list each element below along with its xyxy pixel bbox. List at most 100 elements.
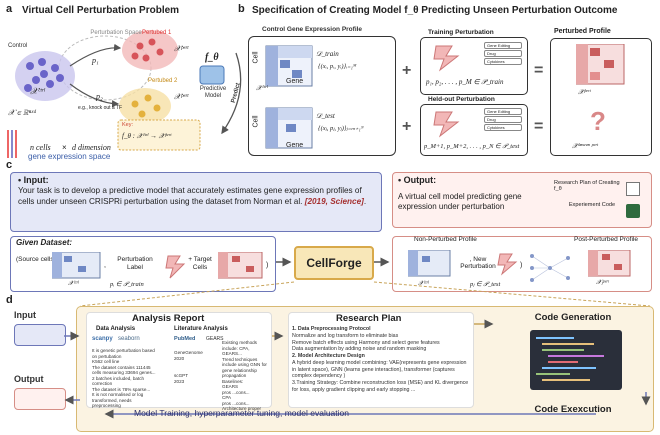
xpert-label-2: 𝒳ᵖᵉʳᵗ: [174, 92, 189, 101]
unknown-profile-mark: ?: [590, 106, 606, 136]
perturbed-1-label: Pertubed 1: [142, 30, 172, 36]
plus-train: +: [402, 62, 412, 79]
target-plus: +: [188, 256, 192, 263]
close-paren: ): [266, 262, 269, 269]
gears-logo: GEARS: [206, 336, 224, 342]
plan-line: 1. Data Preprocessing Protocol: [292, 326, 371, 332]
pi-formula: pᵢ ∈ 𝒫_train: [110, 281, 144, 288]
tag-drug-2: Drug: [484, 116, 522, 123]
arrow-into-cellforge: [276, 257, 292, 267]
plan-line: 3.Training Strategy: Combine reconstruct…: [292, 380, 469, 393]
panel-a-illustration: [7, 30, 242, 158]
la-bullet: GEARS: [222, 384, 239, 389]
lit-analysis-title: Literature Analysis: [174, 326, 228, 332]
experiment-code-label: Experiement Code: [568, 202, 616, 208]
lightning-icon-test: [433, 111, 460, 138]
tag-gene-editing: Gene Editing: [484, 42, 522, 49]
cell-axis-2: Cell: [252, 115, 260, 128]
panel-c-letter: c: [6, 159, 13, 171]
n-cells-label: n cells: [30, 143, 51, 152]
p1-label: p₁: [92, 56, 99, 65]
comma-1: ,: [104, 262, 106, 269]
perturbation-space-label: Perturbation Space: [90, 30, 142, 36]
close-paren-2: ): [520, 262, 523, 269]
input-citation: [2019, Science]: [304, 196, 364, 206]
d-test: 𝒟_test: [316, 112, 335, 120]
nonpert-matrix: [408, 250, 451, 277]
xunseen-label: 𝒳ᵘⁿˢᵉᵉⁿ ᵖᵉʳᵗ: [572, 142, 598, 150]
output-box: [392, 172, 652, 228]
key-label: Key:: [122, 122, 134, 128]
da-bullet: It is not normalised or log transformed,…: [92, 392, 144, 408]
panel-a-letter: a: [6, 3, 13, 15]
source-cells-label: (Source cells: [16, 256, 54, 263]
plan-line: Data augmentation by adding noise and ra…: [292, 346, 427, 353]
analysis-report-card: [86, 312, 272, 408]
p2-label: p₂: [96, 92, 103, 101]
arrow-plan-code: [474, 319, 494, 329]
la-bullet: Trend techniques include using GNN for g…: [222, 356, 267, 379]
output-title-text: Output:: [403, 175, 437, 185]
source-matrix: [52, 252, 101, 279]
output-title: • Output:: [398, 175, 436, 185]
la-bullet: CPA: [222, 395, 232, 400]
perturbed-2-label: Pertubed 2: [148, 78, 178, 84]
input-title: • Input:: [18, 175, 49, 185]
target-text: Target Cells: [192, 256, 212, 271]
year-labels: GeneGenome 2020 scGPT 2023: [174, 350, 203, 384]
source-xctrl: 𝒳ᶜᵗʳˡ: [68, 280, 79, 287]
bullet-icon: •: [18, 175, 24, 185]
panel-a-title: Virtual Cell Perturbation Problem: [22, 5, 180, 16]
postpert-label: Post-Perturbed Profile: [574, 236, 638, 243]
xctrl-b1: 𝒳ᶜᵗʳˡ: [256, 84, 268, 92]
input-body: Your task is to develop a predictive mod…: [18, 186, 362, 206]
input-arrow: [64, 331, 80, 341]
output-chip-label: Output: [14, 374, 44, 384]
da-bullet: The dataset contains 111445 cells measur…: [92, 364, 156, 376]
input-chip: [14, 324, 66, 346]
research-plan-lines: 1. Data Preprocessing Protocol Normalize…: [292, 326, 472, 394]
da-bullet: 2 batches included, batch correction: [92, 375, 145, 387]
given-dataset-title: Given Dataset:: [16, 238, 73, 247]
domain-formula: 𝒳 ∈ ℝⁿˣᵈ: [8, 108, 36, 117]
target-matrix: [218, 252, 263, 279]
output-arrow: [64, 395, 80, 405]
xpert-j: 𝒳ⱼᵖᵉʳᵗ: [596, 279, 609, 286]
times-sign: ×: [62, 143, 67, 152]
cellforge-box: CellForge: [294, 246, 374, 280]
code-execution-title: Code Exexcution: [534, 404, 612, 415]
feedback-loop: [104, 392, 651, 419]
funnel-lines: [79, 281, 651, 307]
analysis-report-title: Analysis Report: [132, 313, 205, 324]
code-generation-title: Code Generation: [534, 312, 612, 323]
postpert-matrix: [588, 250, 631, 277]
da-bullet: It is genetic perturbation based on pert…: [92, 348, 155, 359]
panel-b-title: Specification of Creating Model f_θ Pred…: [252, 5, 618, 16]
nonpert-label: Non-Perturbed Profile: [414, 236, 477, 243]
plan-line: Remove batch effects using Harmony and s…: [292, 339, 440, 346]
equals-train: =: [534, 62, 544, 79]
loop-text: Model Training, hyperparameter tuning, m…: [134, 408, 349, 418]
plan-line: 2. Model Architecture Design: [292, 353, 365, 360]
xpert-label-1: 𝒳ᵖᵉʳᵗ: [174, 44, 189, 53]
new-pert-text: New Perturbation: [460, 256, 496, 271]
gene-space-label: gene expression space: [28, 152, 111, 161]
control-profile-box: [248, 36, 396, 156]
equals-test: =: [534, 118, 544, 135]
control-matrices: [265, 45, 313, 149]
cell-axis-1: Cell: [252, 51, 260, 64]
scanpy-logo: scanpy: [92, 336, 113, 342]
la-bullet: Baselines:: [222, 378, 244, 384]
tag-gene-editing-2: Gene Editing: [484, 108, 522, 115]
data-analysis-bullets: It is genetic perturbation based on pert…: [92, 348, 156, 409]
arrow-out-cellforge: [374, 257, 390, 267]
output-chip: [14, 388, 66, 410]
pert-label-label: Perturbation Label: [117, 256, 153, 271]
perturbed-matrix: [576, 44, 625, 85]
d-dimension-label: d dimension: [72, 143, 111, 152]
tag-cytokines: Cytokines: [484, 58, 522, 65]
la-bullet: Architecture proper: [222, 406, 262, 411]
code-icon: [626, 204, 640, 218]
target-cells-label: + Target Cells: [186, 256, 214, 272]
research-plan-title: Research Plan: [336, 313, 402, 324]
